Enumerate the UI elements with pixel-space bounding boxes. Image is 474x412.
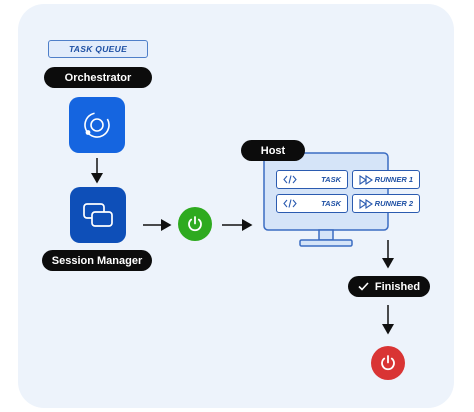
fast-forward-icon [359, 174, 373, 185]
start-power-button[interactable] [178, 207, 212, 241]
orchestrator-node[interactable] [69, 97, 125, 153]
runner-label: RUNNER 1 [374, 175, 413, 184]
finished-label: Finished [348, 276, 430, 297]
task-row-1[interactable]: TASK [276, 170, 348, 189]
task-label: TASK [321, 199, 341, 208]
stop-power-button[interactable] [371, 346, 405, 380]
runner-row-1[interactable]: RUNNER 1 [352, 170, 420, 189]
task-queue-tag: TASK QUEUE [48, 40, 148, 58]
runner-row-2[interactable]: RUNNER 2 [352, 194, 420, 213]
windows-icon [83, 203, 113, 227]
task-row-2[interactable]: TASK [276, 194, 348, 213]
power-icon [381, 355, 395, 371]
session-manager-label: Session Manager [42, 250, 152, 271]
fast-forward-icon [359, 198, 373, 209]
orbit-icon [84, 112, 110, 138]
runner-label: RUNNER 2 [374, 199, 413, 208]
power-icon [188, 216, 202, 232]
code-icon [283, 199, 297, 208]
host-label: Host [241, 140, 305, 161]
code-icon [283, 175, 297, 184]
task-label: TASK [321, 175, 341, 184]
session-manager-node[interactable] [70, 187, 126, 243]
orchestrator-label: Orchestrator [44, 67, 152, 88]
checkmark-icon [358, 282, 369, 291]
finished-text: Finished [374, 280, 421, 293]
